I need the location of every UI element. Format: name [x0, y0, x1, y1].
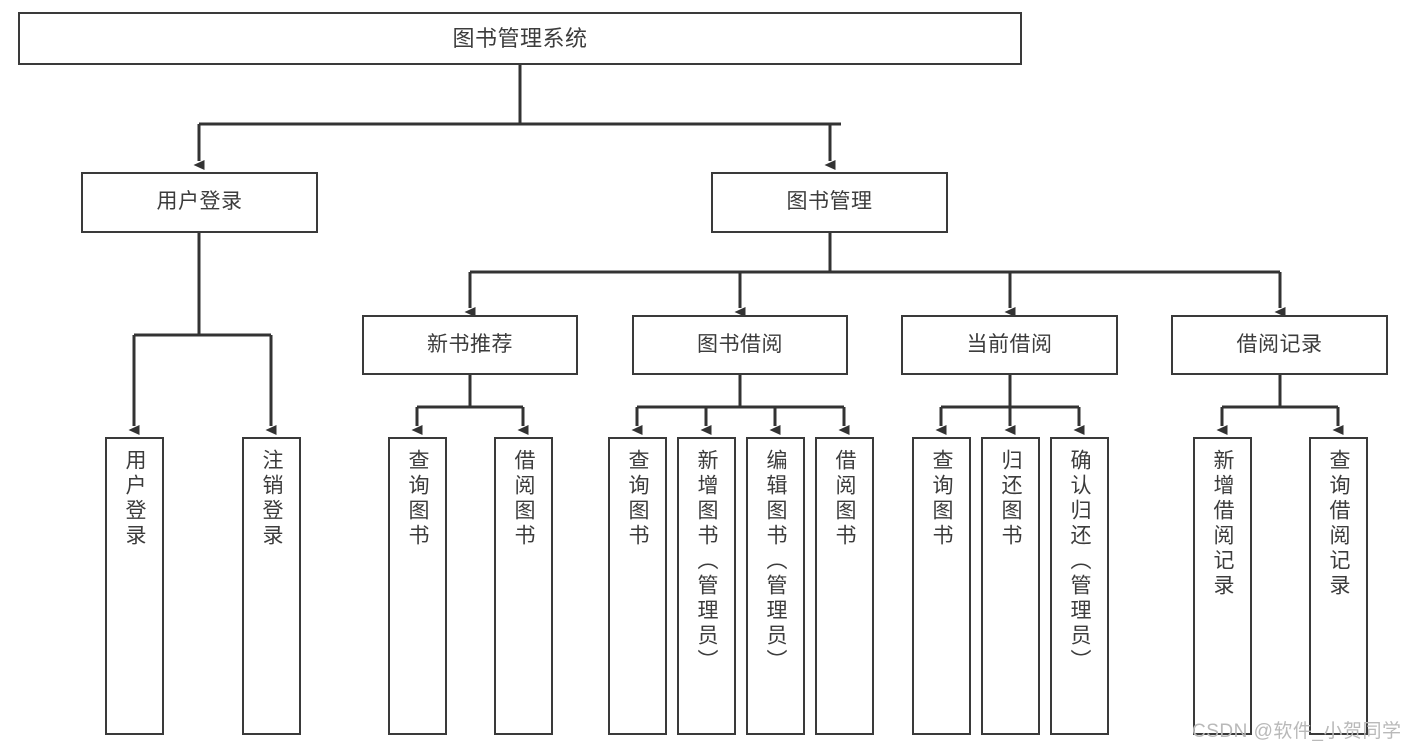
node-borrow-record[interactable]: 借阅记录	[1171, 315, 1388, 375]
node-label: 用户登录	[156, 190, 243, 214]
node-label: 借阅图书	[512, 449, 535, 549]
node-label: 借阅图书	[833, 449, 856, 549]
node-label: 新增图书（管理员）	[695, 449, 718, 674]
node-user-login[interactable]: 用户登录	[81, 172, 318, 233]
node-label: 编辑图书（管理员）	[764, 449, 787, 674]
node-label: 新书推荐	[427, 332, 513, 356]
node-new-book-recommend[interactable]: 新书推荐	[362, 315, 578, 375]
node-label: 查询图书	[930, 449, 953, 549]
node-book-borrow[interactable]: 图书借阅	[632, 315, 848, 375]
node-label: 查询借阅记录	[1327, 449, 1350, 599]
csdn-watermark: CSDN @软件_小贺同学	[1192, 721, 1402, 742]
leaf-add-borrow-record[interactable]: 新增借阅记录	[1193, 437, 1252, 735]
node-book-management[interactable]: 图书管理	[711, 172, 948, 233]
node-label: 用户登录	[123, 449, 146, 549]
node-label: 确认归还（管理员）	[1068, 449, 1091, 674]
node-label: 查询图书	[406, 449, 429, 549]
node-root-book-management-system[interactable]: 图书管理系统	[18, 12, 1022, 65]
node-label: 图书管理	[786, 190, 873, 214]
node-label: 当前借阅	[966, 332, 1053, 356]
node-label: 图书借阅	[697, 332, 783, 356]
node-label: 图书管理系统	[452, 25, 588, 51]
leaf-borrow-book[interactable]: 借阅图书	[815, 437, 874, 735]
leaf-user-login[interactable]: 用户登录	[105, 437, 164, 735]
leaf-edit-book-admin[interactable]: 编辑图书（管理员）	[746, 437, 805, 735]
leaf-logout-login[interactable]: 注销登录	[242, 437, 301, 735]
node-label: 新增借阅记录	[1211, 449, 1234, 599]
node-current-borrow[interactable]: 当前借阅	[901, 315, 1118, 375]
leaf-confirm-return-admin[interactable]: 确认归还（管理员）	[1050, 437, 1109, 735]
leaf-add-book-admin[interactable]: 新增图书（管理员）	[677, 437, 736, 735]
leaf-return-book[interactable]: 归还图书	[981, 437, 1040, 735]
node-label: 注销登录	[260, 449, 283, 549]
leaf-query-book-borrow[interactable]: 查询图书	[608, 437, 667, 735]
leaf-query-book-recommend[interactable]: 查询图书	[388, 437, 447, 735]
leaf-query-borrow-record[interactable]: 查询借阅记录	[1309, 437, 1368, 735]
node-label: 借阅记录	[1236, 332, 1323, 356]
leaf-query-book-current[interactable]: 查询图书	[912, 437, 971, 735]
node-label: 查询图书	[626, 449, 649, 549]
leaf-borrow-book-recommend[interactable]: 借阅图书	[494, 437, 553, 735]
node-label: 归还图书	[999, 449, 1022, 549]
